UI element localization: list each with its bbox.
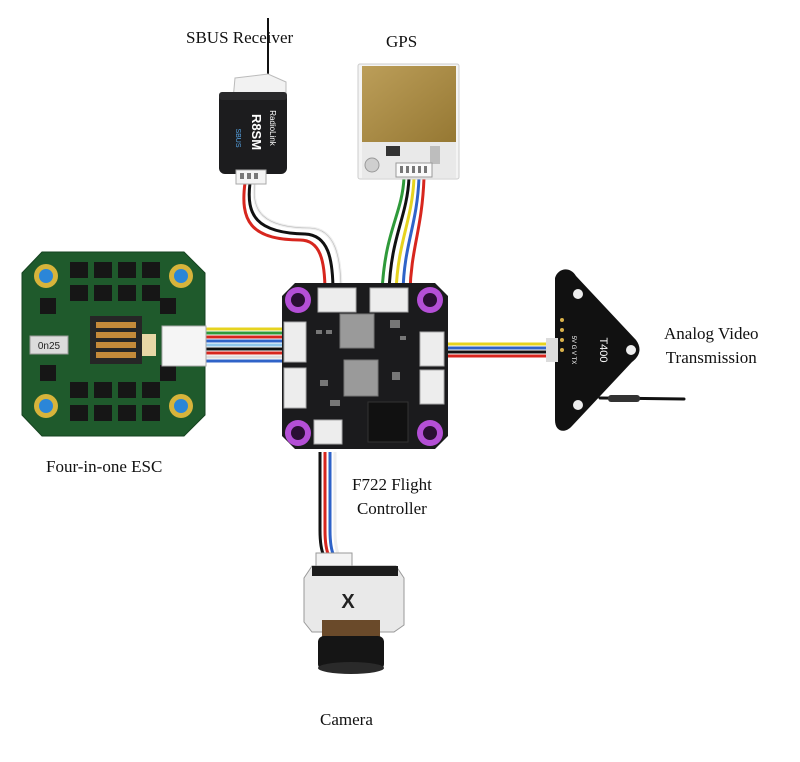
fc-label: F722 Flight Controller <box>352 473 432 521</box>
analog-video-transmitter: T400 5V G V TX <box>546 269 686 431</box>
vtx-label-line2: Transmission <box>665 347 757 367</box>
gps-to-fc-wires <box>380 176 426 294</box>
fc-label-line1: F722 Flight <box>352 475 432 494</box>
camera-to-fc-wires <box>318 452 341 557</box>
f722-flight-controller <box>282 283 448 449</box>
vtx-label: Analog Video Transmission <box>664 322 759 370</box>
camera-logo-text: X <box>341 591 355 613</box>
fc-label-line2: Controller <box>356 498 427 518</box>
gps-module <box>357 63 460 180</box>
esc-label: Four-in-one ESC <box>46 457 163 476</box>
receiver-label: SBUS Receiver <box>186 28 294 47</box>
sbus-receiver: R8SM RadioLink SBUS <box>219 18 287 185</box>
gps-label: GPS <box>386 32 418 51</box>
four-in-one-esc: 0n25 <box>21 251 207 437</box>
camera-label: Camera <box>320 710 373 729</box>
vtx-model-text: T400 <box>597 337 609 362</box>
receiver-mode-text: SBUS <box>234 128 241 147</box>
fc-to-vtx-wires <box>444 342 555 358</box>
receiver-model-text: R8SM <box>249 114 264 150</box>
esc-to-fc-wires <box>205 327 290 363</box>
receiver-brand-text: RadioLink <box>268 110 277 147</box>
esc-marking-text: 0n25 <box>38 341 61 352</box>
camera: X <box>303 552 405 674</box>
vtx-pins-text: 5V G V TX <box>570 336 576 365</box>
receiver-to-fc-wires <box>242 181 343 294</box>
vtx-label-line1: Analog Video <box>664 324 759 343</box>
